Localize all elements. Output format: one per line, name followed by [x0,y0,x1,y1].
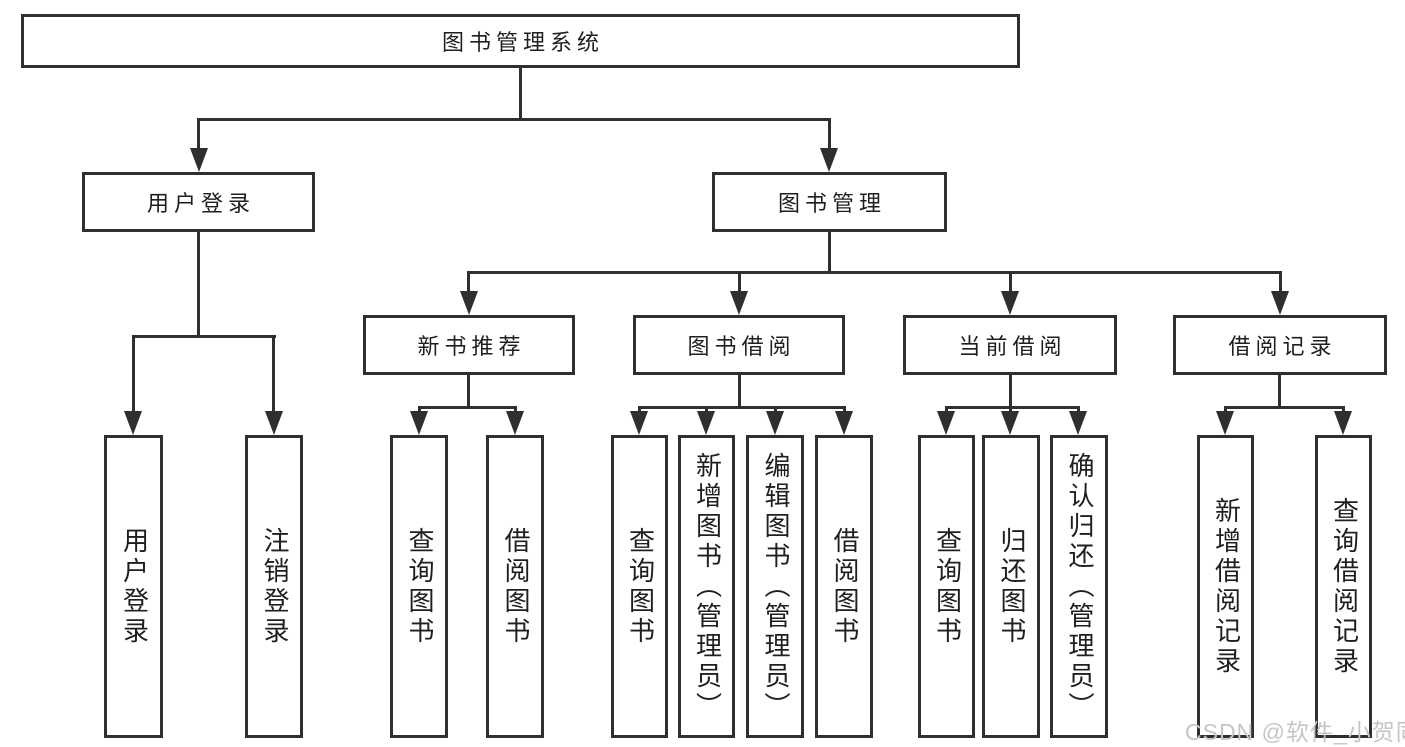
arrow-down-icon [265,411,283,435]
node-user-login: 用户登录 [82,172,315,232]
node-current-borrowing: 当前借阅 [903,315,1117,375]
arrow-down-icon [506,411,524,435]
connector-line [945,406,1080,409]
connector-line [132,335,276,338]
arrow-down-icon [937,411,955,435]
connector-line [828,118,831,151]
connector-line [945,406,948,414]
arrow-down-icon [697,411,715,435]
leaf-query-books-borrow: 查询图书 [611,435,668,738]
node-new-book-recommendation: 新书推荐 [363,315,575,375]
leaf-borrow-books-newbook: 借阅图书 [486,435,544,738]
connector-line [738,271,741,293]
arrow-down-icon [1001,411,1019,435]
leaf-add-books-admin: 新增图书（管理员） [678,435,735,738]
connector-line [1342,406,1345,414]
connector-line [467,375,470,408]
arrow-down-icon [820,148,838,172]
connector-line [774,406,777,414]
arrow-down-icon [1216,411,1234,435]
connector-line [1279,271,1282,293]
leaf-confirm-return-admin: 确认归还（管理员） [1050,435,1108,738]
node-borrowing-records: 借阅记录 [1173,315,1387,375]
connector-line [467,271,470,293]
arrow-down-icon [835,411,853,435]
connector-line [1224,406,1227,414]
connector-line [638,406,846,409]
leaf-return-books: 归还图书 [982,435,1040,738]
connector-line [197,118,831,121]
node-library-system: 图书管理系统 [21,14,1020,68]
arrow-down-icon [1069,411,1087,435]
arrow-down-icon [730,291,748,315]
connector-line [1077,406,1080,414]
connector-line [519,68,522,120]
arrow-down-icon [630,411,648,435]
arrow-down-icon [766,411,784,435]
leaf-add-borrow-record: 新增借阅记录 [1197,435,1254,738]
connector-line [705,406,708,414]
connector-line [197,232,200,337]
leaf-query-borrow-record: 查询借阅记录 [1315,435,1372,738]
connector-line [828,232,831,273]
leaf-edit-books-admin: 编辑图书（管理员） [746,435,804,738]
arrow-down-icon [1334,411,1352,435]
connector-line [132,335,135,413]
connector-line [418,406,517,409]
node-book-management: 图书管理 [712,172,947,232]
node-book-borrowing: 图书借阅 [633,315,845,375]
arrow-down-icon [190,148,208,172]
arrow-down-icon [124,411,142,435]
connector-line [1009,406,1012,414]
connector-line [467,271,1282,274]
connector-line [738,375,741,408]
connector-line [272,335,275,413]
connector-line [514,406,517,414]
connector-line [1009,271,1012,293]
arrow-down-icon [410,411,428,435]
connector-line [1278,375,1281,408]
leaf-borrow-books-borrow: 借阅图书 [815,435,873,738]
connector-line [843,406,846,414]
connector-line [197,118,200,151]
arrow-down-icon [1271,291,1289,315]
leaf-query-books-newbook: 查询图书 [390,435,448,738]
csdn-watermark: CSDN @软件_小贺同学 [1185,719,1405,745]
connector-line [418,406,421,414]
arrow-down-icon [460,291,478,315]
connector-line [1009,375,1012,408]
arrow-down-icon [1001,291,1019,315]
leaf-logout-login: 注销登录 [245,435,303,738]
connector-line [1224,406,1345,409]
connector-line [638,406,641,414]
leaf-query-books-current: 查询图书 [918,435,975,738]
leaf-user-login: 用户登录 [104,435,163,738]
